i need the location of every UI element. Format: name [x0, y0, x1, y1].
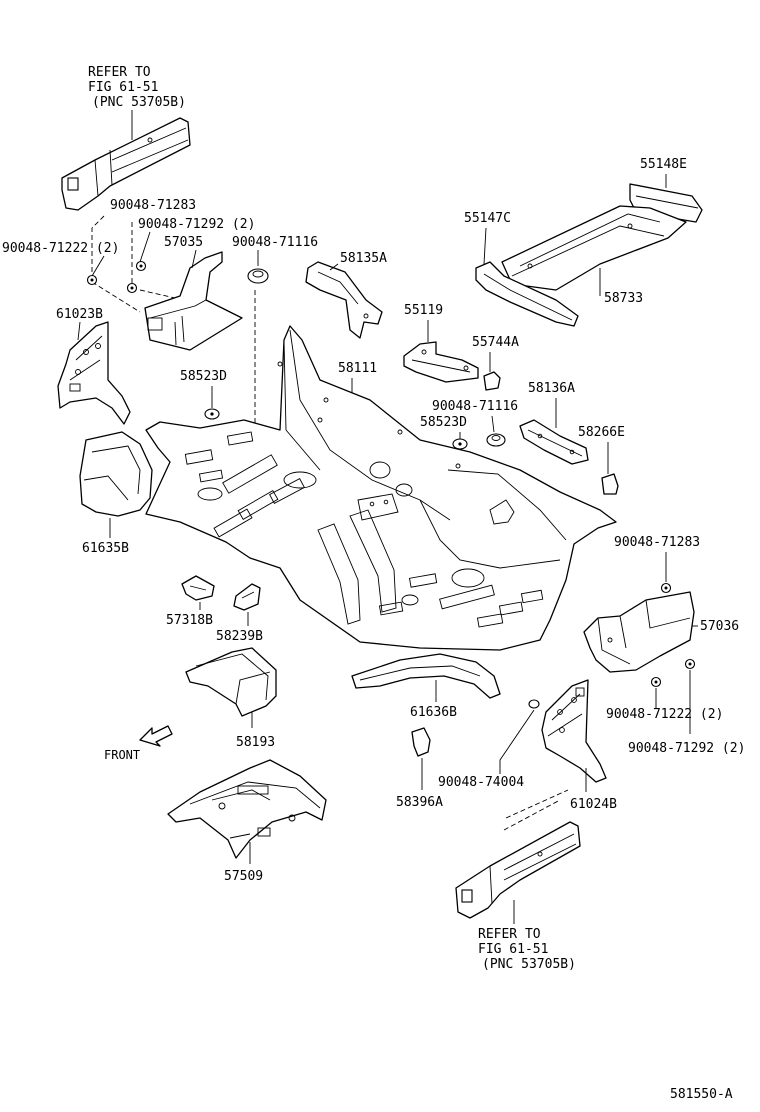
- label-58193: 58193: [236, 735, 275, 750]
- nut-90048-71283-b: [660, 582, 672, 594]
- crossmember-57509: [167, 759, 327, 859]
- label-58239B: 58239B: [216, 629, 263, 644]
- label-58136A: 58136A: [528, 381, 575, 396]
- bracket-58135A: [305, 261, 383, 339]
- label-55148E: 55148E: [640, 157, 687, 172]
- bracket-57036: [583, 591, 695, 673]
- nut-90048-71292-a: [126, 231, 151, 294]
- label-90048-71283-a: 90048-71283: [110, 198, 196, 213]
- label-90048-71222-a: 90048-71222 (2): [2, 241, 119, 256]
- refer-top-line2: FIG 61-51: [88, 80, 158, 95]
- label-61635B: 61635B: [82, 541, 129, 556]
- label-58523D-b: 58523D: [420, 415, 467, 430]
- label-58396A: 58396A: [396, 795, 443, 810]
- bracket-57035: [144, 251, 243, 351]
- label-55744A: 55744A: [472, 335, 519, 350]
- label-90048-71292-a: 90048-71292 (2): [138, 217, 255, 232]
- label-55119: 55119: [404, 303, 443, 318]
- grommet-58523D-a: [204, 408, 220, 420]
- label-90048-71222-b: 90048-71222 (2): [606, 707, 723, 722]
- label-57036: 57036: [700, 619, 739, 634]
- nut-90048-71292-b: [684, 658, 696, 734]
- bracket-58136A: [519, 419, 589, 465]
- bracket-55119: [403, 341, 479, 383]
- guide-line-g: [503, 799, 561, 831]
- front-label: FRONT: [104, 748, 140, 762]
- label-61636B: 61636B: [410, 705, 457, 720]
- label-61024B: 61024B: [570, 797, 617, 812]
- bracket-58396A: [411, 727, 431, 757]
- floor-pan-58111: [145, 325, 617, 651]
- rail-front-left: [61, 117, 191, 211]
- refer-bottom-line3: (PNC 53705B): [482, 957, 576, 972]
- front-arrow-icon: [139, 725, 173, 747]
- refer-top-line3: (PNC 53705B): [92, 95, 186, 110]
- label-57509: 57509: [224, 869, 263, 884]
- grommet-58523D-b: [452, 438, 468, 450]
- refer-top-line1: REFER TO: [88, 65, 151, 80]
- nut-90048-71222-b: [650, 676, 662, 708]
- label-90048-74004: 90048-74004: [438, 775, 524, 790]
- label-90048-71292-b: 90048-71292 (2): [628, 741, 745, 756]
- rail-rear-right: [455, 821, 581, 919]
- clip-90048-74004: [499, 699, 540, 774]
- liner-61636B: [351, 653, 501, 699]
- figure-number: 581550-A: [670, 1087, 733, 1102]
- guide-line-f: [505, 789, 569, 819]
- clip-58266E: [601, 442, 619, 495]
- label-58733: 58733: [604, 291, 643, 306]
- bracket-61024B: [541, 679, 607, 783]
- label-61023B: 61023B: [56, 307, 103, 322]
- tunnel-cover-58733: [501, 205, 687, 291]
- label-58135A: 58135A: [340, 251, 387, 266]
- label-55147C: 55147C: [464, 211, 511, 226]
- label-90048-71116-a: 90048-71116: [232, 235, 318, 250]
- label-58523D-a: 58523D: [180, 369, 227, 384]
- cover-58193: [185, 647, 277, 717]
- nut-90048-71222-a: [86, 255, 105, 286]
- label-58111: 58111: [338, 361, 377, 376]
- bracket-58239B: [233, 583, 261, 611]
- label-58266E: 58266E: [578, 425, 625, 440]
- label-57318B: 57318B: [166, 613, 213, 628]
- refer-bottom-line1: REFER TO: [478, 927, 541, 942]
- label-57035: 57035: [164, 235, 203, 250]
- bracket-57318B: [181, 575, 215, 601]
- label-90048-71283-b: 90048-71283: [614, 535, 700, 550]
- clip-55744A: [483, 352, 501, 391]
- grommet-90048-71116-a: [247, 250, 269, 284]
- guide-line-a: [91, 215, 105, 272]
- bracket-61023B: [57, 321, 131, 425]
- guide-line-c: [91, 281, 141, 313]
- strip-55147C: [475, 261, 579, 327]
- label-90048-71116-b: 90048-71116: [432, 399, 518, 414]
- liner-61635B: [79, 431, 153, 517]
- refer-bottom-line2: FIG 61-51: [478, 942, 548, 957]
- grommet-90048-71116-b: [486, 433, 506, 447]
